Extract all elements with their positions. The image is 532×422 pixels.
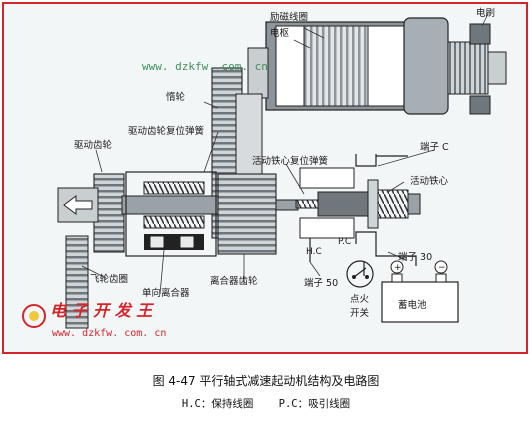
leader-lines [81,13,489,295]
label-drive-gear-return-spring: 驱动齿轮复位弹簧 [128,125,205,137]
label-brush: 电刷 [476,7,495,19]
label-hc: H.C [306,247,322,257]
drive-gear [93,173,125,253]
label-one-way-clutch: 单向离合器 [142,287,190,299]
one-way-clutch [125,171,217,257]
label-battery: 蓄电池 [398,299,427,311]
label-plunger-return-spring: 活动铁心复位弹簧 [252,155,329,167]
commutator [447,41,507,95]
figure-caption: 图 4-47 平行轴式减速起动机结构及电路图 [152,374,380,388]
watermark-logo-icon [22,304,46,328]
label-pc: P.C [338,237,351,247]
label-flywheel-ring-gear: 飞轮齿圈 [90,273,128,285]
solenoid [295,154,421,244]
ignition-switch [346,260,374,288]
watermark-url-top: www. dzkfw. com. cn [142,60,268,73]
plunger-spring [377,189,409,219]
label-terminal-30: 端子 30 [398,251,432,263]
label-ignition-switch-line1: 点火 [350,294,370,305]
battery-minus: − [438,263,446,273]
label-field-coil: 励磁线圈 [270,11,308,23]
plunger-core [317,191,369,217]
battery: + − [381,260,459,323]
watermark-logo-text: 电 子 开 发 王 [50,301,154,320]
label-clutch-gear: 离合器齿轮 [210,275,258,287]
plunger-return-spring [295,199,319,209]
armature-winding [303,25,369,107]
figure-legend: H.C：保持线圈 P.C：吸引线圈 [181,398,351,410]
label-ignition-switch-line2: 开关 [350,307,370,319]
drive-shaft [57,187,299,223]
brush [469,23,491,115]
label-drive-gear: 驱动齿轮 [74,139,113,151]
watermark-url-bottom: www. dzkfw. com. cn [52,328,166,339]
label-plunger: 活动铁心 [410,175,449,187]
label-terminal-50: 端子 50 [304,277,338,289]
label-armature: 电枢 [270,27,290,39]
motor-housing [247,17,449,115]
label-idler-gear: 惰轮 [166,91,186,103]
wiring [309,155,417,276]
clutch-gear [217,173,277,255]
diagram-frame: + − 励磁线圈 电枢 电刷 惰轮 驱动齿轮复位弹簧 驱动齿轮 活动铁心复位弹簧… [2,2,528,354]
flywheel-ring-gear [65,235,89,329]
battery-plus: + [394,263,402,273]
starter-diagram: + − 励磁线圈 电枢 电刷 惰轮 驱动齿轮复位弹簧 驱动齿轮 活动铁心复位弹簧… [22,7,507,339]
label-terminal-c: 端子 C [420,141,449,153]
